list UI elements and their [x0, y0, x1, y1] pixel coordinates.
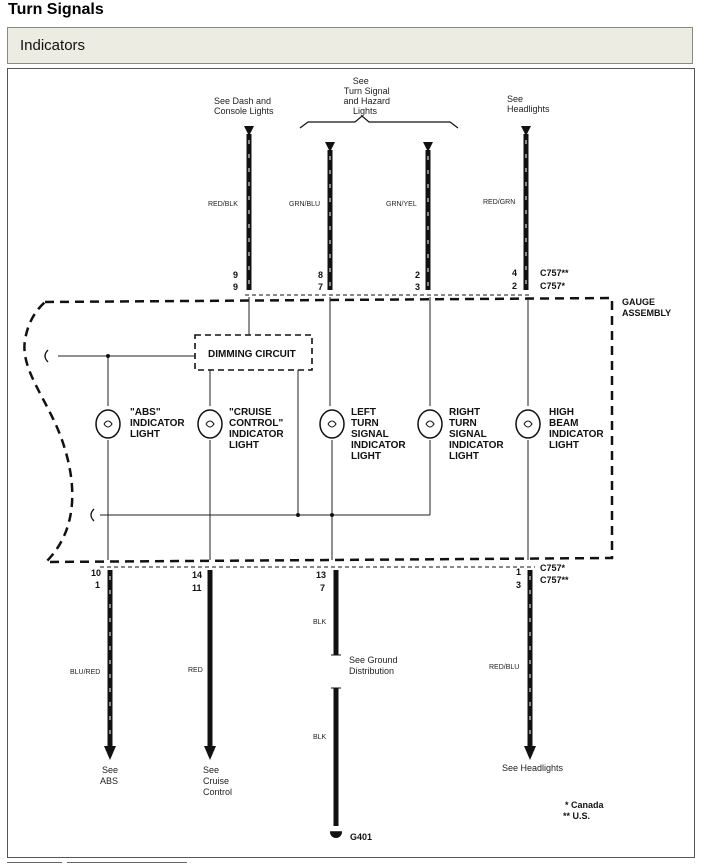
internal-wiring — [58, 297, 529, 560]
pins-headlights-bottom: 1 3 — [516, 567, 524, 590]
dash-lights-ref: See Dash and Console Lights — [214, 96, 274, 116]
top-arrowheads — [244, 126, 531, 152]
ground-gap-ticks — [331, 654, 341, 689]
junction-dots — [106, 354, 334, 517]
pins-dash: 9 9 — [233, 270, 241, 292]
left-turn-bulb — [319, 409, 345, 439]
wire-color-blu-red: BLU/RED — [70, 669, 100, 676]
pins-ground: 13 7 — [316, 570, 329, 593]
abs-indicator-label: "ABS" INDICATOR LIGHT — [130, 407, 187, 440]
cruise-indicator-label: "CRUISE CONTROL" INDICATOR LIGHT — [229, 407, 286, 451]
headlights-ref-top: See Headlights — [507, 94, 550, 114]
pins-headlights: 4 2 — [512, 268, 520, 291]
ground-symbol — [330, 831, 342, 838]
ground-point-label: G401 — [350, 832, 372, 842]
tab-strip-right — [67, 862, 187, 868]
turn-signal-ref: See Turn Signal and Hazard Lights — [343, 76, 392, 116]
page-title: Turn Signals — [8, 1, 104, 18]
high-beam-indicator-label: HIGH BEAM INDICATOR LIGHT — [549, 407, 606, 451]
diagram-frame — [7, 68, 695, 858]
wire-color-red-blu: RED/BLU — [489, 664, 519, 671]
wire-color-red: RED — [188, 667, 203, 674]
dimming-circuit-box — [194, 334, 313, 371]
bottom-wire-stripes — [109, 576, 531, 744]
left-turn-indicator-label: LEFT TURN SIGNAL INDICATOR LIGHT — [351, 407, 408, 462]
gauge-assembly-outline — [23, 296, 614, 564]
abs-bulb — [95, 409, 121, 439]
input-symbol-bottom — [90, 508, 95, 522]
pins-right-turn: 2 3 — [415, 270, 423, 292]
bottom-connector-labels: C757* C757** — [540, 563, 569, 585]
wire-color-grn-blu: GRN/BLU — [289, 201, 320, 208]
input-symbol-top — [44, 349, 49, 363]
cruise-control-ref: See Cruise Control — [203, 765, 232, 797]
ground-distribution-ref: See Ground Distribution — [349, 655, 400, 676]
wire-color-blk-lower: BLK — [313, 734, 327, 741]
wire-color-red-grn: RED/GRN — [483, 199, 515, 206]
high-beam-bulb — [515, 409, 541, 439]
bottom-arrowheads — [104, 746, 536, 760]
legend: * Canada ** U.S. — [563, 800, 606, 821]
pins-cruise: 14 11 — [192, 570, 205, 593]
section-header[interactable]: Indicators — [7, 27, 693, 64]
right-turn-bulb — [417, 409, 443, 439]
top-connector-labels: C757** C757* — [540, 268, 571, 291]
dimming-circuit-label: DIMMING CIRCUIT — [208, 349, 296, 360]
right-turn-indicator-label: RIGHT TURN SIGNAL INDICATOR LIGHT — [449, 407, 506, 462]
cruise-bulb — [197, 409, 223, 439]
abs-ref: See ABS — [100, 765, 121, 786]
indicator-bulbs — [95, 409, 541, 439]
bottom-wires — [107, 570, 533, 826]
top-wires — [246, 134, 529, 290]
tab-strip-left — [7, 862, 62, 868]
bulb-filaments — [103, 420, 533, 428]
gauge-assembly-label: GAUGE ASSEMBLY — [622, 297, 671, 318]
headlights-ref-bottom: See Headlights — [502, 763, 564, 773]
wire-color-grn-yel: GRN/YEL — [386, 201, 417, 208]
pins-abs: 10 1 — [91, 568, 104, 590]
pins-left-turn: 8 7 — [318, 270, 326, 292]
section-label: Indicators — [20, 37, 86, 54]
wire-color-blk-upper: BLK — [313, 619, 327, 626]
wire-color-red-blk: RED/BLK — [208, 201, 238, 208]
top-wire-stripes — [248, 140, 527, 288]
turn-signal-bracket — [299, 115, 459, 129]
